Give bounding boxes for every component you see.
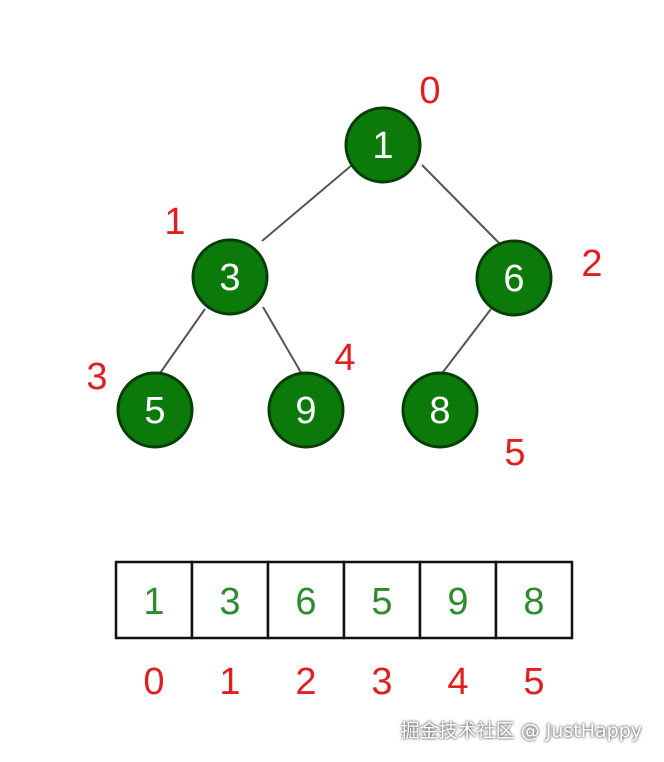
node-value: 1: [372, 125, 393, 167]
array-cell: 6: [266, 560, 346, 640]
array-cell-box: [418, 560, 498, 640]
array-cell-value: 8: [523, 581, 544, 623]
watermark: 掘金技术社区 @ JustHappy: [400, 720, 642, 742]
array-cell: 8: [494, 560, 574, 640]
array-cell: 3: [190, 560, 270, 640]
edge-0-2: [421, 164, 501, 245]
node-index-label: 3: [86, 356, 107, 398]
array-index-label: 3: [371, 661, 392, 703]
tree-node: 3: [191, 238, 269, 316]
node-circle: [116, 371, 194, 449]
edge-0-1: [261, 164, 353, 242]
array-cell-value: 6: [295, 581, 316, 623]
tree-node: 6: [475, 239, 553, 317]
array-index-label: 4: [447, 661, 468, 703]
array-index-label: 0: [143, 661, 164, 703]
tree-node: 8: [401, 371, 479, 449]
array-cell: 1: [114, 560, 194, 640]
heap-array: 1 3 6 5 9 8: [114, 560, 574, 640]
array-cell-box: [266, 560, 346, 640]
array-index-label: 5: [523, 661, 544, 703]
array-index-labels: 0 1 2 3 4 5: [143, 661, 544, 703]
node-circle: [344, 106, 422, 184]
node-value: 5: [144, 390, 165, 432]
array-cell-box: [494, 560, 574, 640]
node-index-label: 1: [164, 201, 185, 243]
array-cell-value: 1: [143, 581, 164, 623]
array-cell-value: 9: [447, 581, 468, 623]
node-circle: [267, 371, 345, 449]
edge-1-4: [262, 306, 304, 377]
edge-2-5: [439, 308, 492, 377]
array-cell: 5: [342, 560, 422, 640]
node-index-label: 0: [419, 70, 440, 112]
node-circle: [401, 371, 479, 449]
node-value: 3: [219, 257, 240, 299]
node-value: 8: [429, 390, 450, 432]
node-index-label: 4: [334, 337, 355, 379]
tree-node: 1: [344, 106, 422, 184]
edge-1-3: [157, 308, 206, 377]
node-circle: [191, 238, 269, 316]
tree-index-labels: 0 1 2 3 4 5: [86, 70, 602, 474]
node-index-label: 2: [581, 243, 602, 285]
tree-node: 5: [116, 371, 194, 449]
array-cell-value: 5: [371, 581, 392, 623]
tree-edges: [157, 164, 501, 377]
node-circle: [475, 239, 553, 317]
node-value: 6: [503, 258, 524, 300]
tree-nodes: 1 3 6 5 9 8: [116, 106, 553, 449]
node-value: 9: [295, 390, 316, 432]
node-index-label: 5: [504, 432, 525, 474]
array-index-label: 2: [295, 661, 316, 703]
array-cell: 9: [418, 560, 498, 640]
tree-node: 9: [267, 371, 345, 449]
array-index-label: 1: [219, 661, 240, 703]
array-cell-value: 3: [219, 581, 240, 623]
